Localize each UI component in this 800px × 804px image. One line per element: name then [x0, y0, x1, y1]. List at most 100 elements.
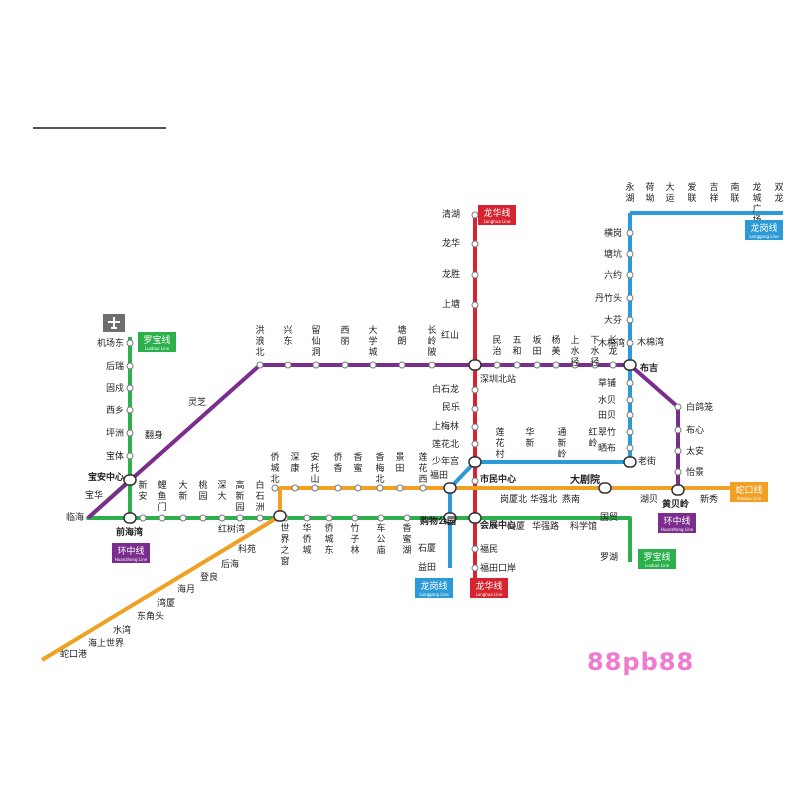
watermark: 88pb88 [587, 648, 695, 676]
interchange-station[interactable] [443, 512, 457, 524]
station-固戍[interactable] [126, 384, 134, 392]
station-田贝[interactable] [626, 411, 634, 419]
station-白石洲[interactable] [256, 514, 264, 522]
badge-label-cn: 环中线 [663, 515, 690, 527]
station-清湖[interactable] [471, 211, 479, 219]
interchange-station[interactable] [123, 512, 137, 524]
station-白鸽笼[interactable] [674, 403, 682, 411]
station-丹竹头[interactable] [626, 294, 634, 302]
station-木棉湾[interactable] [626, 339, 634, 347]
station-莲花西[interactable] [419, 484, 427, 492]
station-竹子林[interactable] [351, 514, 359, 522]
station-鲤鱼门[interactable] [158, 514, 166, 522]
station-白石龙[interactable] [471, 386, 479, 394]
station-label: 红 [588, 426, 597, 438]
station-label: 鲤 [157, 479, 166, 491]
station-侨香[interactable] [334, 484, 342, 492]
station-民乐[interactable] [471, 405, 479, 413]
station-深大[interactable] [218, 514, 226, 522]
station-桃园[interactable] [199, 514, 207, 522]
station-上水径[interactable] [571, 361, 579, 369]
station-龙胜[interactable] [471, 271, 479, 279]
station-景田[interactable] [396, 484, 404, 492]
station-高新园[interactable] [236, 514, 244, 522]
interchange-station[interactable] [273, 510, 287, 522]
station-兴东[interactable] [284, 361, 292, 369]
interchange-station[interactable] [623, 456, 637, 468]
station-塘朗[interactable] [398, 361, 406, 369]
interchange-station[interactable] [671, 484, 685, 496]
station-label: 上 [570, 335, 579, 346]
station-下水径[interactable] [591, 361, 599, 369]
station-车公庙[interactable] [377, 514, 385, 522]
station-民治[interactable] [493, 361, 501, 369]
station-草铺[interactable] [626, 379, 634, 387]
station-深康[interactable] [291, 484, 299, 492]
station-市民中心[interactable] [471, 477, 479, 485]
station-坪洲[interactable] [126, 429, 134, 437]
station-留仙洞[interactable] [312, 361, 320, 369]
station-西乡[interactable] [126, 406, 134, 414]
station-上梅林[interactable] [471, 423, 479, 431]
station-大新[interactable] [179, 514, 187, 522]
station-西丽[interactable] [341, 361, 349, 369]
station-长岭陂[interactable] [428, 361, 436, 369]
badge-label-cn: 罗宝线 [643, 551, 670, 563]
station-六约[interactable] [626, 271, 634, 279]
station-新安[interactable] [139, 514, 147, 522]
station-宝体[interactable] [126, 452, 134, 460]
station-香蜜湖[interactable] [403, 514, 411, 522]
station-后瑞[interactable] [126, 362, 134, 370]
interchange-station[interactable] [468, 456, 482, 468]
station-大芬[interactable] [626, 316, 634, 324]
station-label: 华 [525, 426, 534, 438]
station-福民[interactable] [471, 545, 479, 553]
station-福田口岸[interactable] [471, 564, 479, 572]
station-翠竹[interactable] [626, 428, 634, 436]
station-五和[interactable] [513, 361, 521, 369]
station-布心[interactable] [674, 426, 682, 434]
station-香蜜[interactable] [354, 484, 362, 492]
station-洪浪北[interactable] [256, 361, 264, 369]
station-label: 草铺 [598, 377, 616, 389]
interchange-station[interactable] [598, 482, 612, 494]
station-长龙[interactable] [609, 361, 617, 369]
station-龙华[interactable] [471, 240, 479, 248]
station-label: 田 [395, 463, 404, 474]
station-水贝[interactable] [626, 396, 634, 404]
station-上塘[interactable] [471, 301, 479, 309]
station-晒布[interactable] [626, 444, 634, 452]
station-横岗[interactable] [626, 229, 634, 237]
station-大学城[interactable] [369, 361, 377, 369]
station-label: 联 [730, 193, 739, 204]
interchange-station[interactable] [443, 482, 457, 494]
station-怡景[interactable] [674, 468, 682, 476]
interchange-station[interactable] [468, 512, 482, 524]
station-华侨城[interactable] [303, 514, 311, 522]
station-label: 广 [752, 203, 761, 215]
station-机场东[interactable] [126, 339, 134, 347]
station-杨美[interactable] [552, 361, 560, 369]
station-label: 侨 [333, 451, 342, 463]
station-香梅北[interactable] [376, 484, 384, 492]
station-太安[interactable] [674, 447, 682, 455]
station-莲花北[interactable] [471, 440, 479, 448]
station-侨城北[interactable] [271, 484, 279, 492]
station-塘坑[interactable] [626, 250, 634, 258]
station-侨城东[interactable] [325, 514, 333, 522]
interchange-station[interactable] [623, 359, 637, 371]
station-label: 湖 [402, 545, 411, 556]
station-坂田[interactable] [533, 361, 541, 369]
interchange-station[interactable] [123, 474, 137, 486]
station-安托山[interactable] [311, 484, 319, 492]
interchange-station[interactable] [468, 359, 482, 371]
